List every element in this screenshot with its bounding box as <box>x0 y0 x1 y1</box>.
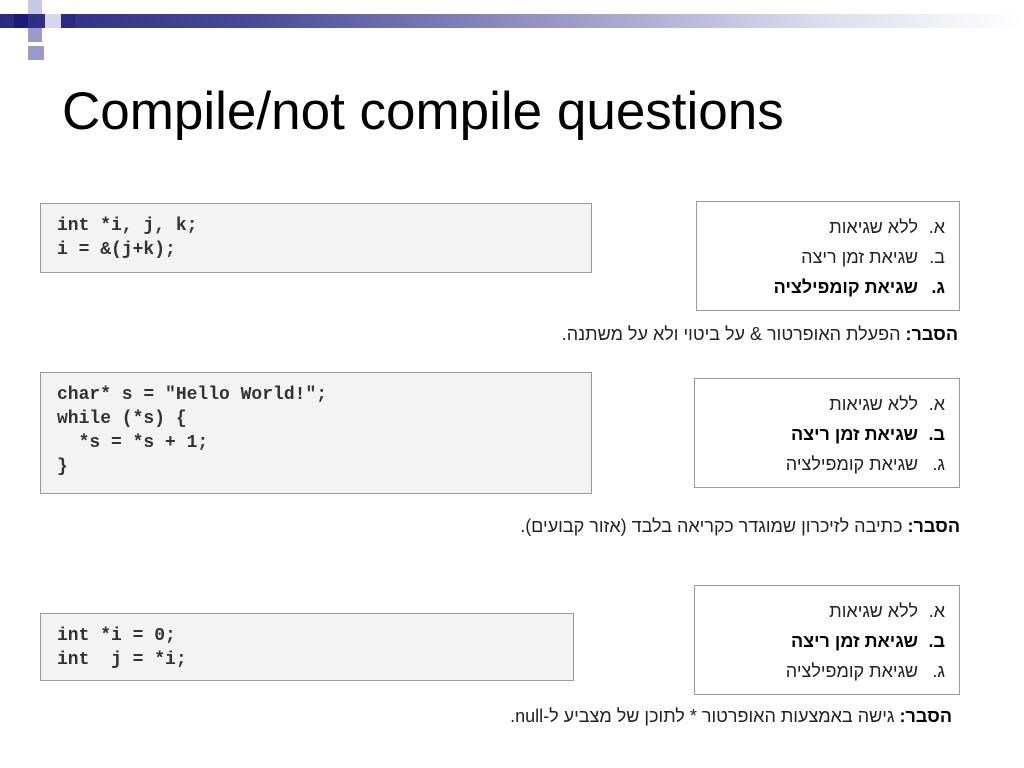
header-square <box>47 0 61 14</box>
answer-option: א. ללא שגיאות <box>829 217 945 237</box>
answer-option: ג. שגיאת קומפילציה <box>785 661 945 681</box>
code-line: int *i = 0; <box>57 626 176 646</box>
answer-option: א. ללא שגיאות <box>829 394 945 414</box>
explanation-label: הסבר: <box>907 516 960 536</box>
code-block-3: int *i = 0; int j = *i; <box>40 613 574 681</box>
answer-option-correct: ג. שגיאת קומפילציה <box>773 277 945 297</box>
answer-option: א. ללא שגיאות <box>829 601 945 621</box>
code-line: int j = *i; <box>57 650 187 670</box>
code-line: i = &(j+k); <box>57 240 176 260</box>
header-square <box>61 14 75 28</box>
answer-options-1: א. ללא שגיאות ב. שגיאת זמן ריצה ג. שגיאת… <box>696 201 960 311</box>
header-square <box>28 0 42 14</box>
answer-option: ג. שגיאת קומפילציה <box>785 454 945 474</box>
header-square <box>28 46 44 60</box>
answer-options-3: א. ללא שגיאות ב. שגיאת זמן ריצה ג. שגיאת… <box>694 585 960 695</box>
answer-options-2: א. ללא שגיאות ב. שגיאת זמן ריצה ג. שגיאת… <box>694 378 960 488</box>
code-line: while (*s) { <box>57 409 187 429</box>
explanation-label: הסבר: <box>905 324 958 344</box>
explanation-label: הסבר: <box>899 706 952 726</box>
code-line: } <box>57 457 68 477</box>
slide-title: Compile/not compile questions <box>62 82 784 141</box>
answer-option-correct: ב. שגיאת זמן ריצה <box>790 424 945 444</box>
code-block-1: int *i, j, k; i = &(j+k); <box>40 203 592 273</box>
answer-option-correct: ב. שגיאת זמן ריצה <box>790 631 945 651</box>
explanation-text: הפעלת האופרטור & על ביטוי ולא על משתנה. <box>561 324 901 344</box>
explanation-text: גישה באמצעות האופרטור * לתוכן של מצביע ל… <box>510 706 895 726</box>
code-line: char* s = "Hello World!"; <box>57 385 328 405</box>
explanation-2: הסבר: כתיבה לזיכרון שמוגדר כקריאה בלבד (… <box>520 516 960 537</box>
explanation-1: הסבר: הפעלת האופרטור & על ביטוי ולא על מ… <box>562 324 958 345</box>
code-block-2: char* s = "Hello World!"; while (*s) { *… <box>40 372 592 494</box>
header-square <box>14 14 28 28</box>
explanation-text: כתיבה לזיכרון שמוגדר כקריאה בלבד (אזור ק… <box>520 516 903 536</box>
code-line: int *i, j, k; <box>57 216 198 236</box>
header-square <box>45 14 61 28</box>
answer-option: ב. שגיאת זמן ריצה <box>801 247 945 267</box>
code-line: *s = *s + 1; <box>57 433 209 453</box>
header-gradient-bar <box>0 14 1024 28</box>
header-square <box>28 28 42 42</box>
explanation-3: הסבר: גישה באמצעות האופרטור * לתוכן של מ… <box>510 706 952 727</box>
